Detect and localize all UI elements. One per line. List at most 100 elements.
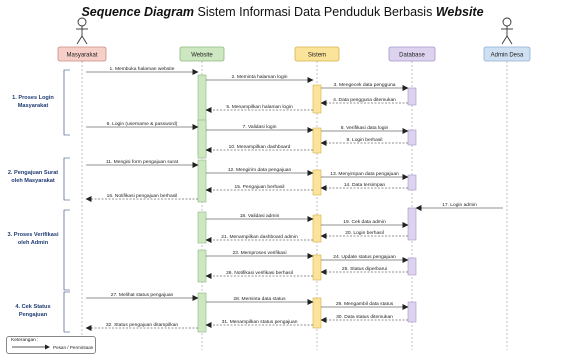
legend-title: Keterangan : [11, 338, 39, 343]
section-2-label-line: 2. Pengajuan Surat [8, 170, 58, 176]
message-18: 18. Validasi admin [206, 213, 314, 222]
title-italic-right: Website [435, 5, 484, 19]
message-label: 20. Login berhasil [345, 230, 384, 236]
message-label: 31. Menampilkan status pengajuan [222, 319, 298, 325]
section-4-label-line: Pengajuan [19, 312, 48, 318]
message-label: 14. Data tersimpan [344, 182, 386, 188]
actor-website: Website [179, 46, 225, 62]
message-30: 31. Menampilkan status pengajuan [205, 319, 313, 328]
activation-bar-website-5 [197, 249, 207, 283]
message-22: 23. Memproses verifikasi [206, 250, 314, 259]
activation-bar-database-1 [407, 87, 417, 106]
activation-bar-sistem-2 [312, 127, 322, 154]
message-label: 19. Cek data admin [343, 219, 386, 225]
section-4-bracket [63, 291, 70, 333]
message-label: 18. Validasi admin [240, 213, 280, 219]
message-31: 32. Status pengajuan ditampilkan [85, 322, 198, 331]
message-label: 12. Mengirim data pengajuan [228, 167, 292, 173]
activation-bar-database-3 [407, 174, 417, 191]
legend-arrow-icon [12, 344, 50, 350]
message-label: 11. Mengisi form pengajuan surat [106, 159, 179, 165]
message-10: 10. Menampilkan dashboard [205, 144, 313, 153]
message-label: 32. Status pengajuan ditampilkan [106, 322, 179, 328]
section-1-label-line: Masyarakat [18, 103, 49, 109]
message-20: 20. Login berhasil [320, 230, 408, 239]
message-5: 5. Menampilkan halaman login [205, 104, 313, 113]
message-9: 9. Login berhasil [320, 137, 408, 146]
actor-admin-label: Admin Desa [491, 53, 524, 59]
message-3: 3. Mengecek data pengguna [321, 82, 409, 91]
actor-sistem: Sistem [294, 46, 340, 62]
message-26: 27. Melihat status pengajuan [86, 292, 199, 301]
admin-stick-figure-icon [501, 17, 513, 45]
message-25: 26. Notifikasi verifikasi berhasil [205, 270, 313, 279]
message-label: 21. Menampilkan dashboard admin [221, 234, 298, 240]
section-2-bracket [63, 157, 70, 201]
message-24: 25. Status diperbarui [320, 266, 408, 275]
message-17: 17. Login admin [415, 202, 503, 211]
diagram-title: Sequence Diagram Sistem Informasi Data P… [0, 5, 565, 19]
message-label: 27. Melihat status pengajuan [111, 292, 174, 298]
message-label: 29. Mengambil data status [336, 301, 394, 307]
message-label: 26. Notifikasi verifikasi berhasil [226, 270, 293, 276]
message-label: 5. Menampilkan halaman login [226, 104, 293, 110]
message-label: 7. Validasi login [243, 124, 277, 130]
message-label: 23. Memproses verifikasi [232, 250, 286, 256]
message-12: 12. Mengirim data pengajuan [206, 167, 314, 176]
title-middle: Sistem Informasi Data Penduduk Berbasis [197, 5, 433, 19]
activation-bar-database-4 [407, 207, 417, 241]
masyarakat-stick-figure-icon [76, 17, 88, 45]
message-19: 19. Cek data admin [321, 219, 409, 228]
legend-label: Pesan / Permintaan [53, 345, 94, 350]
message-label: 8. Verifikasi data login [341, 125, 389, 131]
legend: Keterangan : Pesan / Permintaan [6, 336, 96, 354]
message-label: 24. Update status pengajuan [333, 254, 396, 260]
message-27: 28. Meminta data status [206, 296, 314, 305]
message-28: 29. Mengambil data status [321, 301, 409, 310]
message-6: 6. Login (username & password) [86, 121, 199, 130]
activation-bar-sistem-6 [312, 297, 322, 329]
actor-database: Database [388, 46, 436, 62]
message-label: 17. Login admin [442, 202, 477, 208]
activation-bar-website-4 [197, 211, 207, 244]
message-label: 15. Pengajuan berhasil [234, 184, 284, 190]
section-3-bracket [63, 209, 70, 291]
message-8: 8. Verifikasi data login [321, 125, 409, 134]
section-3-label-line: oleh Admin [18, 240, 49, 246]
section-2: 2. Pengajuan Surat oleh Masyarakat [8, 157, 70, 201]
message-label: 13. Menyimpan data pengajuan [330, 171, 399, 177]
message-4: 4. Data pengguna ditemukan [320, 97, 408, 106]
actor-sistem-label: Sistem [308, 53, 326, 59]
actor-admin: Admin Desa [483, 46, 531, 62]
title-italic-left: Sequence Diagram [81, 5, 195, 19]
activation-bar-sistem-1 [312, 84, 322, 114]
message-23: 24. Update status pengajuan [321, 254, 409, 263]
message-21: 21. Menampilkan dashboard admin [205, 234, 313, 243]
message-1: 1. Membuka halaman website [86, 66, 199, 75]
activation-bar-website-6 [197, 292, 207, 333]
message-11: 11. Mengisi form pengajuan surat [86, 159, 199, 168]
message-label: 28. Meminta data status [233, 296, 286, 302]
actor-masyarakat-label: Masyarakat [66, 53, 97, 59]
activation-bar-website-3 [197, 159, 207, 203]
activation-bar-website-2 [197, 119, 207, 159]
section-4-label-line: 4. Cek Status [15, 304, 50, 310]
actor-website-label: Website [191, 53, 213, 59]
message-label: 4. Data pengguna ditemukan [333, 97, 396, 103]
activation-bar-database-5 [407, 257, 417, 276]
actor-masyarakat: Masyarakat [57, 46, 107, 62]
message-label: 3. Mengecek data pengguna [334, 82, 396, 88]
section-2-label-line: oleh Masyarakat [11, 178, 55, 184]
message-label: 30. Data status ditemukan [336, 314, 393, 320]
message-label: 10. Menampilkan dashboard [229, 144, 291, 150]
activation-bar-database-6 [407, 301, 417, 323]
message-label: 16. Notifikasi pengajuan berhasil [107, 193, 178, 199]
activation-bar-sistem-4 [312, 214, 322, 243]
activation-bar-database-2 [407, 129, 417, 146]
actor-database-label: Database [399, 53, 425, 59]
message-13: 13. Menyimpan data pengajuan [321, 171, 409, 180]
message-15: 15. Pengajuan berhasil [205, 184, 313, 193]
